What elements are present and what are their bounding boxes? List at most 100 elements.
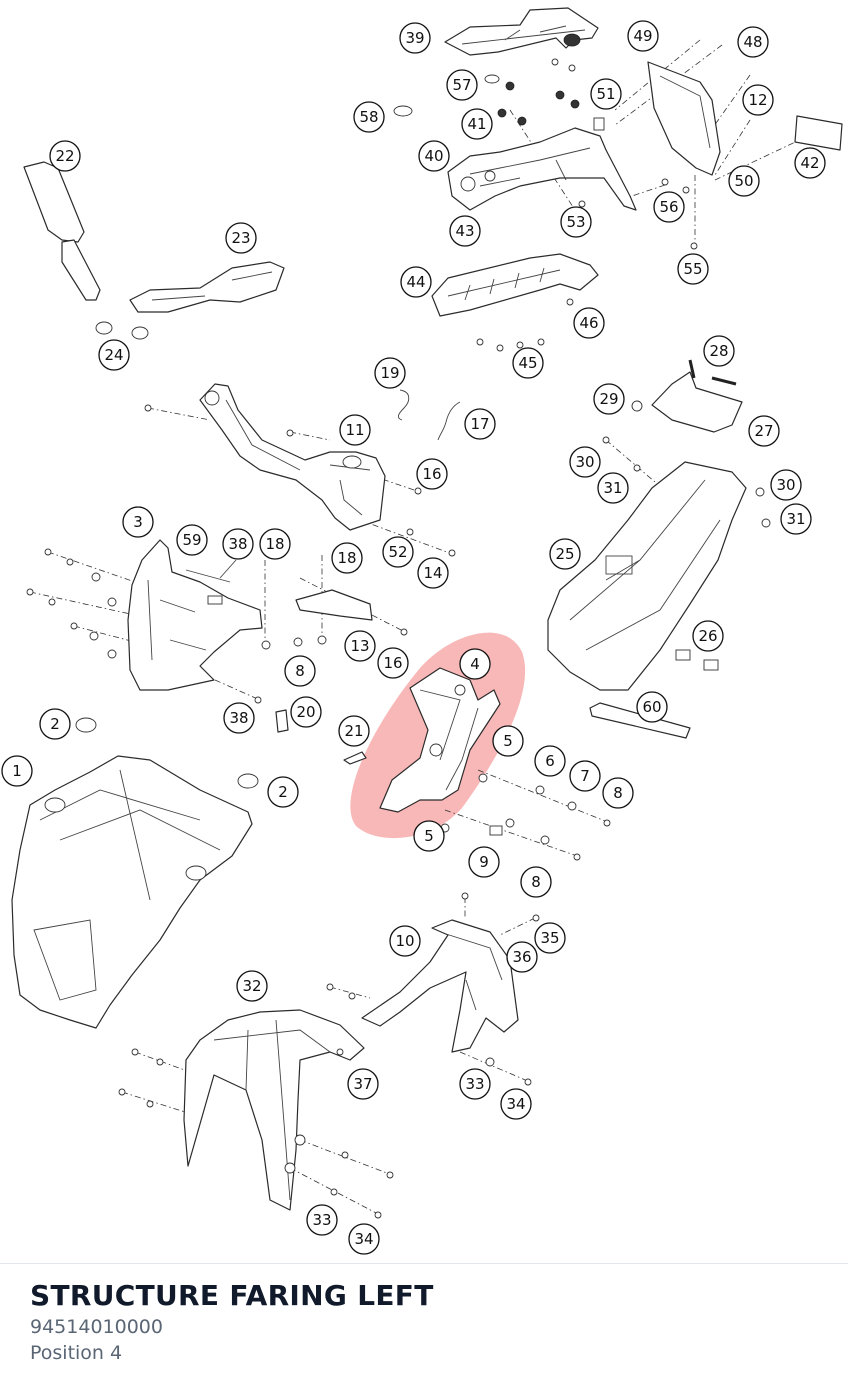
callout-label: 2 <box>278 783 288 801</box>
callout-5[interactable]: 5 <box>492 725 524 757</box>
callout-8[interactable]: 8 <box>602 777 634 809</box>
callout-label: 30 <box>776 476 795 494</box>
callout-label: 60 <box>642 698 661 716</box>
callout-2[interactable]: 2 <box>267 776 299 808</box>
callout-60[interactable]: 60 <box>636 691 668 723</box>
callout-12[interactable]: 12 <box>742 84 774 116</box>
callout-22[interactable]: 22 <box>49 140 81 172</box>
callout-5[interactable]: 5 <box>413 820 445 852</box>
callout-40[interactable]: 40 <box>418 140 450 172</box>
callout-label: 28 <box>709 342 728 360</box>
callout-3[interactable]: 3 <box>122 506 154 538</box>
callout-label: 52 <box>388 543 407 561</box>
callout-8[interactable]: 8 <box>284 655 316 687</box>
callout-31[interactable]: 31 <box>780 503 812 535</box>
callout-39[interactable]: 39 <box>399 22 431 54</box>
callout-label: 25 <box>555 545 574 563</box>
callout-1[interactable]: 1 <box>1 755 33 787</box>
callout-label: 35 <box>540 929 559 947</box>
callout-16[interactable]: 16 <box>377 647 409 679</box>
callout-7[interactable]: 7 <box>569 760 601 792</box>
callout-44[interactable]: 44 <box>400 266 432 298</box>
callout-57[interactable]: 57 <box>446 69 478 101</box>
callout-label: 37 <box>353 1075 372 1093</box>
callout-43[interactable]: 43 <box>449 215 481 247</box>
callout-label: 44 <box>406 273 425 291</box>
callout-37[interactable]: 37 <box>347 1068 379 1100</box>
callout-label: 11 <box>345 421 364 439</box>
callout-53[interactable]: 53 <box>560 206 592 238</box>
callout-label: 55 <box>683 260 702 278</box>
callout-46[interactable]: 46 <box>573 307 605 339</box>
callout-label: 18 <box>265 535 284 553</box>
callout-45[interactable]: 45 <box>512 347 544 379</box>
callout-label: 8 <box>295 662 305 680</box>
callout-16[interactable]: 16 <box>416 458 448 490</box>
callout-label: 58 <box>359 108 378 126</box>
callout-35[interactable]: 35 <box>534 922 566 954</box>
callout-13[interactable]: 13 <box>344 630 376 662</box>
callout-label: 39 <box>405 29 424 47</box>
callout-23[interactable]: 23 <box>225 222 257 254</box>
callout-27[interactable]: 27 <box>748 415 780 447</box>
callout-38[interactable]: 38 <box>222 528 254 560</box>
callout-label: 17 <box>470 415 489 433</box>
leader-lines <box>29 39 826 1216</box>
callout-label: 3 <box>133 513 143 531</box>
callout-20[interactable]: 20 <box>290 696 322 728</box>
callout-34[interactable]: 34 <box>348 1223 380 1255</box>
callout-51[interactable]: 51 <box>590 78 622 110</box>
callout-18[interactable]: 18 <box>331 542 363 574</box>
callout-41[interactable]: 41 <box>461 108 493 140</box>
callout-label: 57 <box>452 76 471 94</box>
callout-label: 53 <box>566 213 585 231</box>
callout-32[interactable]: 32 <box>236 970 268 1002</box>
callout-55[interactable]: 55 <box>677 253 709 285</box>
callout-label: 6 <box>545 752 555 770</box>
callout-label: 8 <box>613 784 623 802</box>
callout-2[interactable]: 2 <box>39 708 71 740</box>
callout-49[interactable]: 49 <box>627 20 659 52</box>
callout-label: 42 <box>800 154 819 172</box>
callout-50[interactable]: 50 <box>728 165 760 197</box>
callout-14[interactable]: 14 <box>417 557 449 589</box>
callout-30[interactable]: 30 <box>770 469 802 501</box>
callout-42[interactable]: 42 <box>794 147 826 179</box>
callout-59[interactable]: 59 <box>176 524 208 556</box>
callout-58[interactable]: 58 <box>353 101 385 133</box>
callout-52[interactable]: 52 <box>382 536 414 568</box>
callout-6[interactable]: 6 <box>534 745 566 777</box>
callout-30[interactable]: 30 <box>569 446 601 478</box>
callout-24[interactable]: 24 <box>98 339 130 371</box>
callout-21[interactable]: 21 <box>338 715 370 747</box>
callout-34[interactable]: 34 <box>500 1088 532 1120</box>
callout-56[interactable]: 56 <box>653 191 685 223</box>
callout-29[interactable]: 29 <box>593 383 625 415</box>
callout-38[interactable]: 38 <box>223 702 255 734</box>
callout-label: 18 <box>337 549 356 567</box>
callout-19[interactable]: 19 <box>374 357 406 389</box>
callout-9[interactable]: 9 <box>468 846 500 878</box>
callout-17[interactable]: 17 <box>464 408 496 440</box>
callout-18[interactable]: 18 <box>259 528 291 560</box>
callout-28[interactable]: 28 <box>703 335 735 367</box>
callout-25[interactable]: 25 <box>549 538 581 570</box>
callout-11[interactable]: 11 <box>339 414 371 446</box>
callout-33[interactable]: 33 <box>459 1068 491 1100</box>
callout-36[interactable]: 36 <box>506 941 538 973</box>
callout-label: 40 <box>424 147 443 165</box>
callout-label: 46 <box>579 314 598 332</box>
callout-label: 27 <box>754 422 773 440</box>
callout-33[interactable]: 33 <box>306 1204 338 1236</box>
callout-label: 12 <box>748 91 767 109</box>
callout-label: 24 <box>104 346 123 364</box>
callout-31[interactable]: 31 <box>597 472 629 504</box>
footer-divider <box>0 1263 848 1264</box>
callout-label: 34 <box>506 1095 525 1113</box>
callout-8[interactable]: 8 <box>520 866 552 898</box>
callout-4[interactable]: 4 <box>459 648 491 680</box>
callout-48[interactable]: 48 <box>737 26 769 58</box>
callout-10[interactable]: 10 <box>389 925 421 957</box>
callout-26[interactable]: 26 <box>692 620 724 652</box>
